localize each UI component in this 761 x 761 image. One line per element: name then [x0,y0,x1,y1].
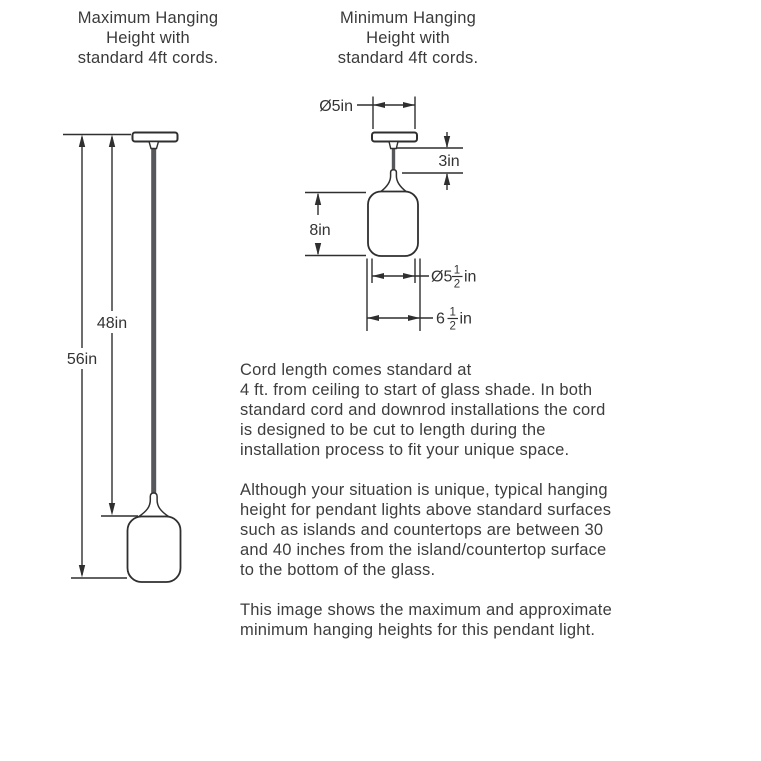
ceiling-canopy [131,131,179,143]
dim-glass-height: 8in [305,191,366,257]
dim-overall-width-numerator: 1 [449,307,455,319]
dim-overall-width-prefix: 6 [436,311,445,328]
glass-shade [126,515,182,583]
dim-56in: 56in [67,134,127,579]
canopy-plug [388,140,399,150]
dim-glass-diameter-prefix: Ø5 [431,269,452,286]
dim-3in-label: 3in [438,153,459,170]
dim-canopy-diameter-label: Ø5in [319,98,353,115]
dim-canopy-to-glass: 3in [397,132,463,190]
dim-overall-width-denominator: 2 [449,321,455,333]
dim-48in-label: 48in [97,315,127,332]
max-height-diagram: 56in 48in [63,131,182,583]
dim-glass-diameter-denominator: 2 [454,279,460,291]
dim-glass-diameter-numerator: 1 [454,265,460,277]
dim-glass-diameter: Ø5 1 2 in [371,258,476,291]
min-height-diagram: Ø5in 3in 8in [305,96,476,333]
canopy-plug [148,140,160,150]
dim-56in-label: 56in [67,351,97,368]
description-text: Cord length comes standard at 4 ft. from… [240,360,700,660]
ceiling-canopy [371,131,418,143]
max-height-title: Maximum Hanging Height with standard 4ft… [77,9,219,67]
socket-funnel [136,492,171,518]
socket-funnel [378,169,409,193]
min-height-title: Minimum Hanging Height with standard 4ft… [337,9,479,67]
glass-shade [367,190,419,257]
dim-canopy-diameter: Ø5in [319,96,416,129]
dim-8in-label: 8in [309,222,330,239]
dim-overall-width-suffix: in [460,311,472,328]
dim-48in: 48in [97,134,138,517]
paragraph-typical-height: Although your situation is unique, typic… [240,481,612,579]
paragraph-image-note: This image shows the maximum and approxi… [240,601,612,639]
paragraph-cord-length: Cord length comes standard at 4 ft. from… [240,361,606,459]
dim-glass-diameter-suffix: in [464,269,476,286]
dim-overall-width: 6 1 2 in [366,258,472,333]
